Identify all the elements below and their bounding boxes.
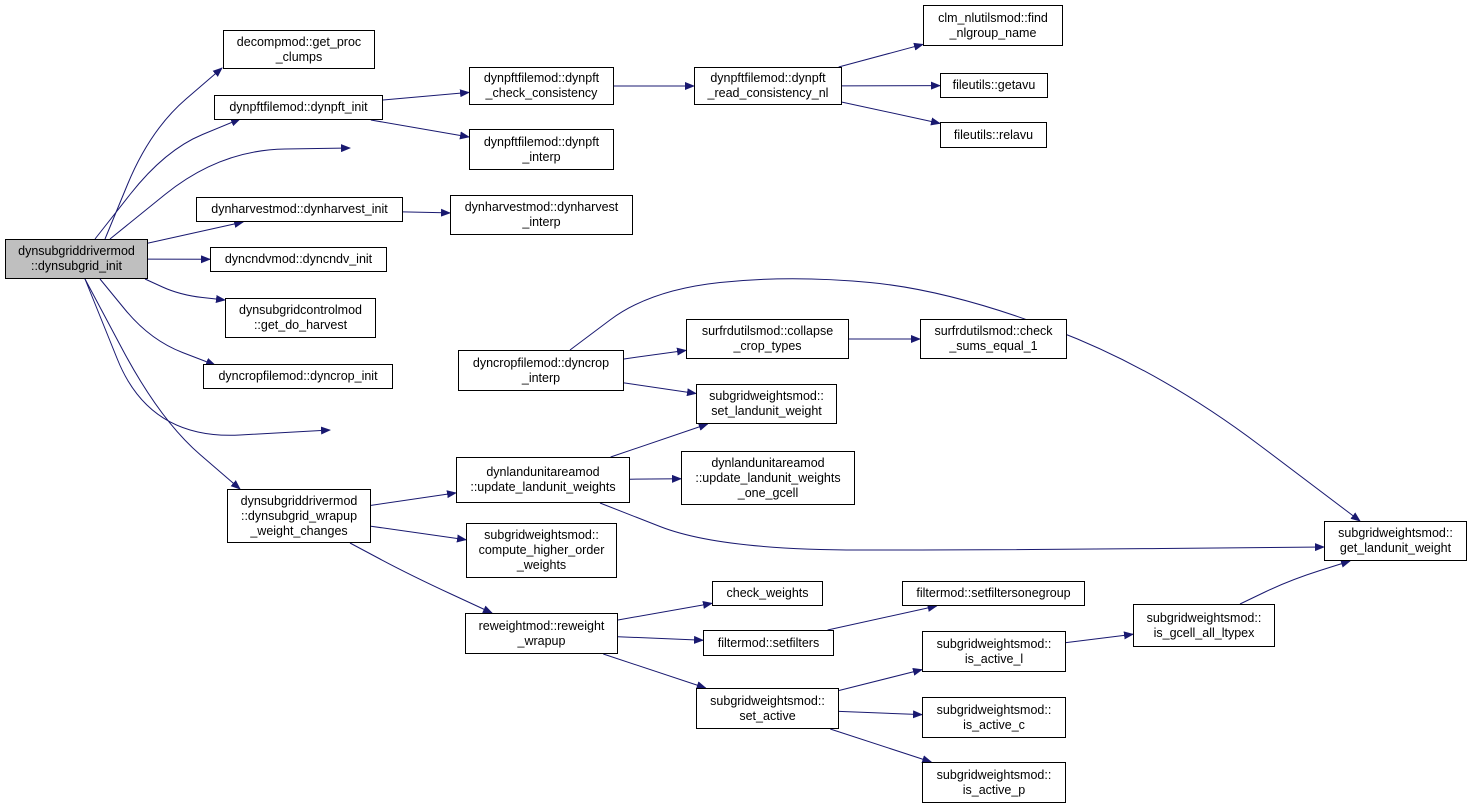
node-update-landunit-weights-one-gcell[interactable]: dynlandunitareamod ::update_landunit_wei…: [681, 451, 855, 505]
edge-wrapup-to-reweight: [349, 542, 493, 614]
edge-root-to-get_do_harvest: [144, 278, 226, 303]
edge-wrapup-to-update_lw: [370, 490, 457, 506]
node-dynpft-init[interactable]: dynpftfilemod::dynpft_init: [214, 95, 383, 120]
node-dyncndv-init[interactable]: dyncndvmod::dyncndv_init: [210, 247, 387, 272]
node-label: filtermod::setfiltersonegroup: [916, 586, 1071, 600]
node-dynsubgrid-wrapup-weight-changes[interactable]: dynsubgriddrivermod ::dynsubgrid_wrapup …: [227, 489, 371, 543]
node-is-active-c[interactable]: subgridweightsmod:: is_active_c: [922, 697, 1066, 738]
node-dyncrop-init[interactable]: dyncropfilemod::dyncrop_init: [203, 364, 393, 389]
node-setfiltersonegroup[interactable]: filtermod::setfiltersonegroup: [902, 581, 1085, 606]
edge-dynpft_read-to-clm_find: [838, 42, 924, 68]
node-label: subgridweightsmod:: set_landunit_weight: [709, 389, 824, 418]
edge-dyncrop_interp-to-set_lw: [623, 382, 697, 397]
node-find-nlgroup-name[interactable]: clm_nlutilsmod::find _nlgroup_name: [923, 5, 1063, 46]
edge-set_active-to-is_active_c: [838, 710, 923, 719]
node-label: dynharvestmod::dynharvest_init: [211, 202, 388, 216]
node-label: dynsubgriddrivermod ::dynsubgrid_init: [18, 244, 135, 273]
node-label: filtermod::setfilters: [717, 635, 820, 650]
edge-is_active_l-to-is_gcell: [1065, 631, 1134, 644]
node-get-landunit-weight[interactable]: subgridweightsmod:: get_landunit_weight: [1324, 521, 1467, 561]
node-label: surfrdutilsmod::collapse _crop_types: [701, 324, 834, 353]
edge-root-to-dyncrop_interp: [84, 278, 331, 436]
node-label: dynpftfilemod::dynpft _check_consistency: [483, 71, 600, 100]
node-relavu[interactable]: fileutils::relavu: [940, 122, 1047, 148]
node-dynharvest-init[interactable]: dynharvestmod::dynharvest_init: [196, 197, 403, 222]
edge-is_gcell-to-get_lw: [1239, 559, 1351, 605]
edge-update_lw-to-get_lw: [599, 502, 1325, 552]
node-get-do-harvest[interactable]: dynsubgridcontrolmod ::get_do_harvest: [225, 298, 376, 338]
node-label: fileutils::relavu: [953, 127, 1034, 142]
node-label: subgridweightsmod:: is_active_l: [936, 636, 1052, 666]
edge-dyncrop_interp-to-get_lw: [569, 278, 1361, 522]
node-label: dyncndvmod::dyncndv_init: [224, 252, 373, 266]
node-label: dynsubgridcontrolmod ::get_do_harvest: [239, 303, 362, 332]
node-decompmod-get-proc-clumps[interactable]: decompmod::get_proc _clumps: [223, 30, 375, 69]
node-label: dynpftfilemod::dynpft _read_consistency_…: [707, 71, 829, 100]
edge-setfilters-to-setfiltersonegroup: [827, 604, 938, 631]
node-label: fileutils::getavu: [952, 78, 1036, 92]
edge-dynpft_read-to-relavu: [841, 101, 941, 126]
node-is-active-p[interactable]: subgridweightsmod:: is_active_p: [922, 762, 1066, 803]
node-dynpft-check-consistency[interactable]: dynpftfilemod::dynpft _check_consistency: [469, 67, 614, 105]
node-label: subgridweightsmod:: is_active_p: [936, 767, 1052, 797]
node-compute-higher-order-weights[interactable]: subgridweightsmod:: compute_higher_order…: [466, 523, 617, 578]
edge-update_lw-to-set_lw: [610, 423, 709, 458]
edge-root-to-dynharvest_init: [147, 220, 245, 244]
node-dynsubgrid-init[interactable]: dynsubgriddrivermod ::dynsubgrid_init: [5, 239, 148, 279]
edge-dyncrop_interp-to-collapse: [623, 347, 687, 360]
node-dynharvest-interp[interactable]: dynharvestmod::dynharvest _interp: [450, 195, 633, 235]
node-label: dynharvestmod::dynharvest _interp: [464, 200, 619, 229]
edge-root-to-dyncrop_init: [99, 278, 216, 366]
edge-dynpft_init-to-dynpft_interp: [370, 119, 470, 140]
node-label: subgridweightsmod:: is_gcell_all_ltypex: [1146, 610, 1262, 640]
node-reweight-wrapup[interactable]: reweightmod::reweight _wrapup: [465, 613, 618, 654]
node-label: subgridweightsmod:: is_active_c: [936, 702, 1052, 732]
edge-dynharvest_init-to-dynharvest_interp: [402, 208, 451, 217]
node-dynpft-read-consistency-nl[interactable]: dynpftfilemod::dynpft _read_consistency_…: [694, 67, 842, 105]
edge-wrapup-to-compute_hw: [370, 525, 467, 543]
node-label: dyncropfilemod::dyncrop _interp: [472, 355, 610, 385]
edge-root-to-wrapup: [84, 278, 241, 490]
edge-root-to-decomp: [104, 67, 223, 240]
node-is-gcell-all-ltypex[interactable]: subgridweightsmod:: is_gcell_all_ltypex: [1133, 604, 1275, 647]
node-label: clm_nlutilsmod::find _nlgroup_name: [938, 10, 1048, 40]
node-setfilters[interactable]: filtermod::setfilters: [703, 630, 834, 656]
node-label: subgridweightsmod:: get_landunit_weight: [1338, 526, 1453, 555]
node-label: subgridweightsmod:: compute_higher_order…: [478, 528, 605, 572]
edge-reweight-to-setfilters: [617, 635, 704, 644]
node-collapse-crop-types[interactable]: surfrdutilsmod::collapse _crop_types: [686, 319, 849, 359]
edge-reweight-to-check_weights: [617, 600, 713, 621]
node-check-sums-equal-1[interactable]: surfrdutilsmod::check _sums_equal_1: [920, 319, 1067, 359]
node-label: dynsubgriddrivermod ::dynsubgrid_wrapup …: [240, 493, 358, 538]
node-label: dynpftfilemod::dynpft _interp: [483, 134, 600, 164]
node-label: decompmod::get_proc _clumps: [236, 34, 362, 64]
node-label: dynlandunitareamod ::update_landunit_wei…: [695, 455, 841, 500]
node-label: dynpftfilemod::dynpft_init: [229, 100, 368, 114]
edge-root-to-dynpft_init: [94, 118, 241, 240]
node-label: surfrdutilsmod::check _sums_equal_1: [934, 324, 1053, 353]
node-set-landunit-weight[interactable]: subgridweightsmod:: set_landunit_weight: [696, 384, 837, 424]
edge-set_active-to-is_active_p: [830, 728, 933, 764]
node-label: subgridweightsmod:: set_active: [710, 693, 825, 723]
node-label: dyncropfilemod::dyncrop_init: [218, 369, 378, 383]
edge-root-to-dynpft_interp: [109, 144, 351, 240]
node-label: reweightmod::reweight _wrapup: [478, 618, 605, 648]
node-update-landunit-weights[interactable]: dynlandunitareamod ::update_landunit_wei…: [456, 457, 630, 503]
node-getavu[interactable]: fileutils::getavu: [940, 73, 1048, 98]
node-dyncrop-interp[interactable]: dyncropfilemod::dyncrop _interp: [458, 350, 624, 391]
edge-set_active-to-is_active_l: [838, 667, 923, 691]
node-dynpft-interp[interactable]: dynpftfilemod::dynpft _interp: [469, 129, 614, 170]
node-is-active-l[interactable]: subgridweightsmod:: is_active_l: [922, 631, 1066, 672]
node-label: dynlandunitareamod ::update_landunit_wei…: [470, 465, 616, 494]
node-label: check_weights: [726, 586, 809, 600]
edge-reweight-to-set_active: [603, 653, 707, 689]
node-check-weights[interactable]: check_weights: [712, 581, 823, 606]
node-set-active[interactable]: subgridweightsmod:: set_active: [696, 688, 839, 729]
edge-dynpft_init-to-dynpft_check: [382, 89, 470, 101]
